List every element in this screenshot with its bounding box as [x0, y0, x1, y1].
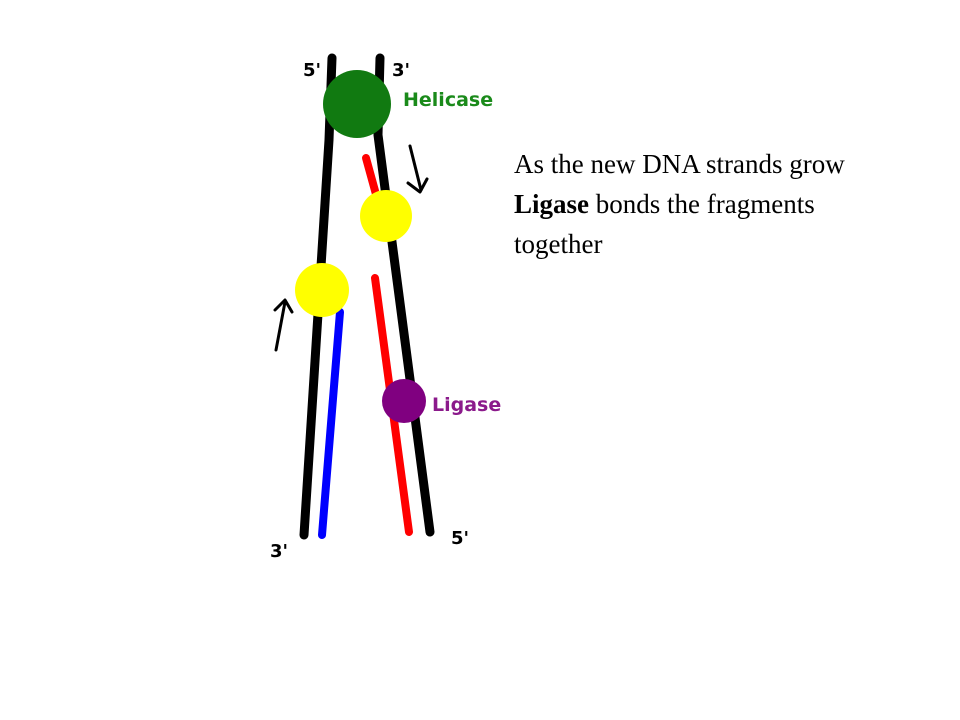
- down-arrow-icon: [406, 144, 429, 194]
- parent-strand-right: [373, 53, 435, 537]
- label-helicase: Helicase: [403, 89, 493, 111]
- lagging-fragment-upper: [362, 154, 381, 202]
- caption-text: As the new DNA strands grow Ligase bonds…: [514, 144, 944, 264]
- label-ligase: Ligase: [432, 394, 501, 416]
- leading-strand: [318, 308, 344, 539]
- ligase-enzyme: [382, 379, 426, 423]
- caption-line-2: Ligase bonds the fragments: [514, 184, 944, 224]
- caption-line-1: As the new DNA strands grow: [514, 149, 845, 179]
- helicase-enzyme: [323, 70, 391, 138]
- caption-line-3: together: [514, 229, 603, 259]
- up-arrow-icon: [273, 298, 294, 352]
- label-bottom-right-end: 5': [451, 528, 469, 549]
- caption-line-2-rest: bonds the fragments: [589, 189, 815, 219]
- polymerase-lower: [295, 263, 349, 317]
- polymerase-upper: [360, 190, 412, 242]
- label-top-right-end: 3': [392, 60, 410, 81]
- label-bottom-left-end: 3': [270, 541, 288, 562]
- label-top-left-end: 5': [303, 60, 321, 81]
- caption-ligase-word: Ligase: [514, 189, 590, 219]
